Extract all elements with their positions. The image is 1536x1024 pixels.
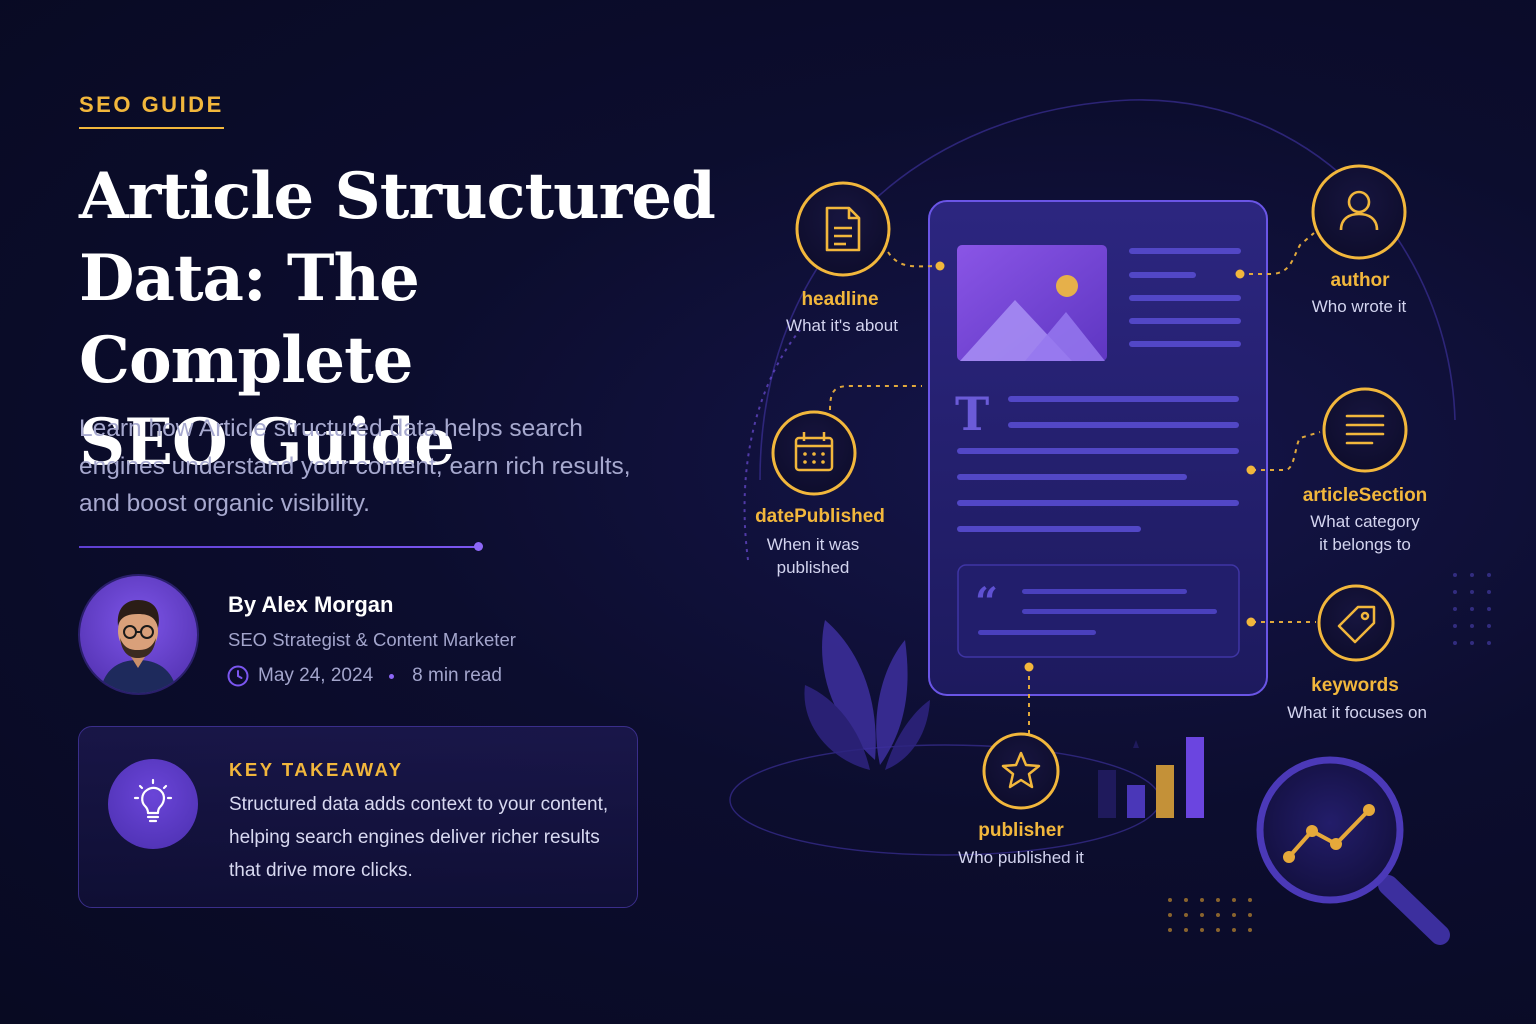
publisher-node	[982, 732, 1060, 810]
svg-text:“: “	[975, 579, 998, 626]
author-desc: Who wrote it	[1311, 297, 1407, 316]
user-icon	[1339, 190, 1379, 231]
svg-text:T: T	[955, 387, 989, 441]
takeaway-line: that drive more clicks.	[229, 860, 413, 881]
article-section-label: articleSection	[1302, 485, 1428, 506]
headline-node	[795, 181, 891, 277]
publisher-label: publisher	[978, 820, 1064, 841]
article-section-node	[1322, 387, 1408, 473]
lines-icon	[1345, 414, 1385, 445]
article-section-desc-line: it belongs to	[1319, 535, 1411, 554]
title-line: Article Structured	[79, 159, 716, 234]
date-published-desc: When it was published	[745, 533, 881, 579]
document-icon	[825, 206, 861, 252]
tag-icon	[1337, 605, 1376, 644]
read-time: 8 min read	[412, 665, 502, 686]
divider	[79, 546, 477, 548]
dot-grid	[1453, 573, 1491, 645]
connector-dots	[935, 261, 1256, 672]
keywords-label: keywords	[1311, 675, 1399, 696]
publish-date: May 24, 2024	[258, 665, 374, 686]
calendar-icon	[794, 432, 834, 472]
subtitle-line: Learn how Article structured data helps …	[79, 415, 583, 442]
date-published-node	[771, 410, 857, 496]
publisher-desc: Who published it	[958, 848, 1084, 867]
avatar-illustration	[100, 600, 177, 693]
avatar	[78, 574, 199, 695]
star-icon	[1001, 751, 1041, 789]
eyebrow-label: SEO GUIDE	[79, 92, 224, 129]
date-published-label: datePublished	[755, 506, 885, 527]
date-published-desc-line: published	[776, 558, 850, 577]
clock-icon	[226, 664, 250, 688]
title-line: Data: The Complete	[79, 241, 420, 398]
headline-desc: What it's about	[786, 316, 898, 335]
author-label: author	[1330, 270, 1390, 291]
lightbulb-icon	[108, 759, 198, 849]
dot-grid	[1168, 898, 1252, 932]
title-line: SEO Guide	[79, 405, 455, 480]
leaf-decoration	[804, 620, 930, 770]
headline-label: headline	[801, 289, 879, 310]
article-section-desc-line: What category	[1310, 512, 1420, 531]
page-title: Article Structured Data: The Complete SE…	[79, 156, 739, 484]
bar-chart-decoration	[1098, 737, 1204, 818]
key-takeaway-text: Structured data adds context to your con…	[229, 788, 629, 887]
date-published-desc-line: When it was	[766, 535, 860, 554]
meta-separator	[389, 673, 395, 679]
page-subtitle: Learn how Article structured data helps …	[79, 410, 659, 523]
divider-dot	[474, 542, 483, 551]
connector-lines	[829, 232, 1321, 735]
keywords-node	[1317, 584, 1395, 662]
magnifier-icon	[1256, 756, 1450, 945]
article-meta: May 24, 2024 8 min read	[226, 662, 502, 690]
subtitle-line: and boost organic visibility.	[79, 490, 370, 517]
article-section-desc: What category it belongs to	[1295, 510, 1435, 556]
author-node	[1311, 164, 1407, 260]
key-takeaway-title: KEY TAKEAWAY	[229, 759, 404, 780]
article-document: T “	[928, 200, 1268, 696]
author-role: SEO Strategist & Content Marketer	[228, 629, 516, 650]
author-name: By Alex Morgan	[228, 592, 394, 617]
keywords-desc: What it focuses on	[1287, 703, 1427, 722]
takeaway-line: helping search engines deliver richer re…	[229, 827, 600, 848]
subtitle-line: engines understand your content, earn ri…	[79, 452, 631, 480]
takeaway-line: Structured data adds context to your con…	[229, 794, 609, 815]
